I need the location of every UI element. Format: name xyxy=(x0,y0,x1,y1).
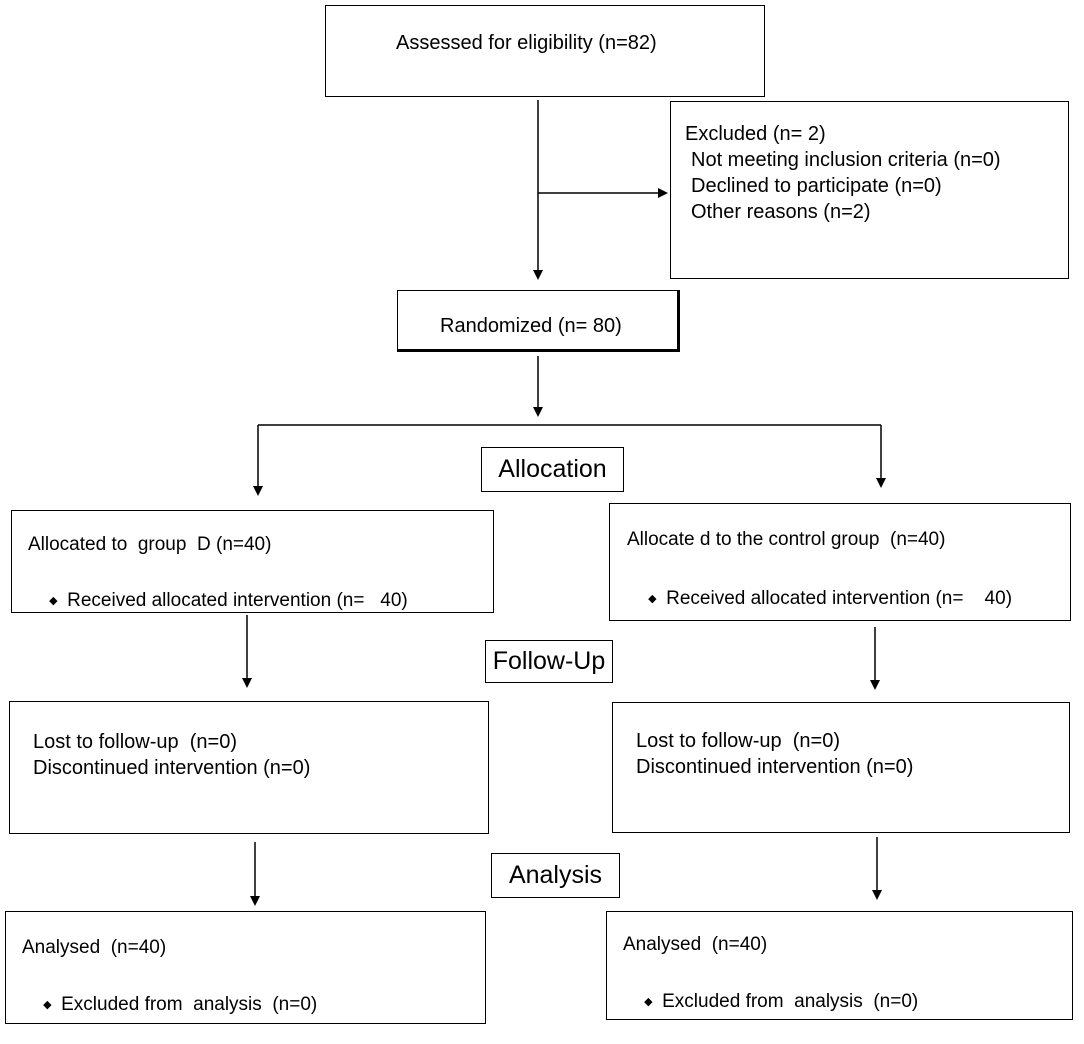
left-discontinued-text: Discontinued intervention (n=0) xyxy=(33,757,311,779)
stage-analysis-label: Analysis xyxy=(508,861,603,889)
stage-allocation-label: Allocation xyxy=(498,455,607,483)
randomized-box: Randomized (n= 80) xyxy=(397,290,680,352)
stage-analysis: Analysis xyxy=(491,853,620,898)
left-received-line: ◆ Received allocated intervention (n= 40) xyxy=(28,562,408,640)
left-analysis-box: Analysed (n=40) ◆ Excluded from analysis … xyxy=(5,911,486,1024)
left-lost-text: Lost to follow-up (n=0) xyxy=(33,731,237,753)
right-received-text: Received allocated intervention (n= 40) xyxy=(666,588,1013,610)
randomized-text: Randomized (n= 80) xyxy=(440,315,622,337)
right-discontinued-text: Discontinued intervention (n=0) xyxy=(636,756,914,778)
excluded-reason: Not meeting inclusion criteria (n=0) xyxy=(691,149,1001,171)
right-excluded-analysis-line: ◆ Excluded from analysis (n=0) xyxy=(623,963,918,1041)
diamond-bullet-icon: ◆ xyxy=(49,595,58,607)
diamond-bullet-icon: ◆ xyxy=(43,999,52,1011)
right-allocation-box: Allocate d to the control group (n=40) ◆… xyxy=(609,503,1071,621)
right-excluded-analysis-text: Excluded from analysis (n=0) xyxy=(662,991,919,1013)
right-lost-text: Lost to follow-up (n=0) xyxy=(636,730,840,752)
excluded-title: Excluded (n= 2) xyxy=(685,123,826,145)
stage-follow-up-label: Follow-Up xyxy=(492,647,606,675)
left-allocated-text: Allocated to group D (n=40) xyxy=(28,534,272,555)
left-excluded-analysis-text: Excluded from analysis (n=0) xyxy=(61,994,318,1016)
excluded-reason: Other reasons (n=2) xyxy=(691,201,871,223)
left-followup-box: Lost to follow-up (n=0) Discontinued int… xyxy=(9,701,489,834)
right-followup-box: Lost to follow-up (n=0) Discontinued int… xyxy=(612,702,1070,833)
excluded-box: Excluded (n= 2) Not meeting inclusion cr… xyxy=(670,101,1069,279)
right-received-line: ◆ Received allocated intervention (n= 40) xyxy=(627,560,1012,638)
assessed-text: Assessed for eligibility (n=82) xyxy=(396,32,657,54)
stage-allocation: Allocation xyxy=(481,447,624,492)
diamond-bullet-icon: ◆ xyxy=(644,996,653,1008)
right-allocated-text: Allocate d to the control group (n=40) xyxy=(627,529,946,550)
left-allocation-box: Allocated to group D (n=40) ◆ Received al… xyxy=(11,510,494,613)
stage-follow-up: Follow-Up xyxy=(485,640,613,683)
right-analysed-text: Analysed (n=40) xyxy=(623,934,768,955)
left-excluded-analysis-line: ◆ Excluded from analysis (n=0) xyxy=(22,966,317,1044)
diamond-bullet-icon: ◆ xyxy=(648,593,657,605)
assessed-box: Assessed for eligibility (n=82) xyxy=(325,5,765,97)
excluded-reason: Declined to participate (n=0) xyxy=(691,175,942,197)
right-analysis-box: Analysed (n=40) ◆ Excluded from analysis … xyxy=(606,911,1073,1020)
left-analysed-text: Analysed (n=40) xyxy=(22,937,167,958)
left-received-text: Received allocated intervention (n= 40) xyxy=(67,590,408,612)
